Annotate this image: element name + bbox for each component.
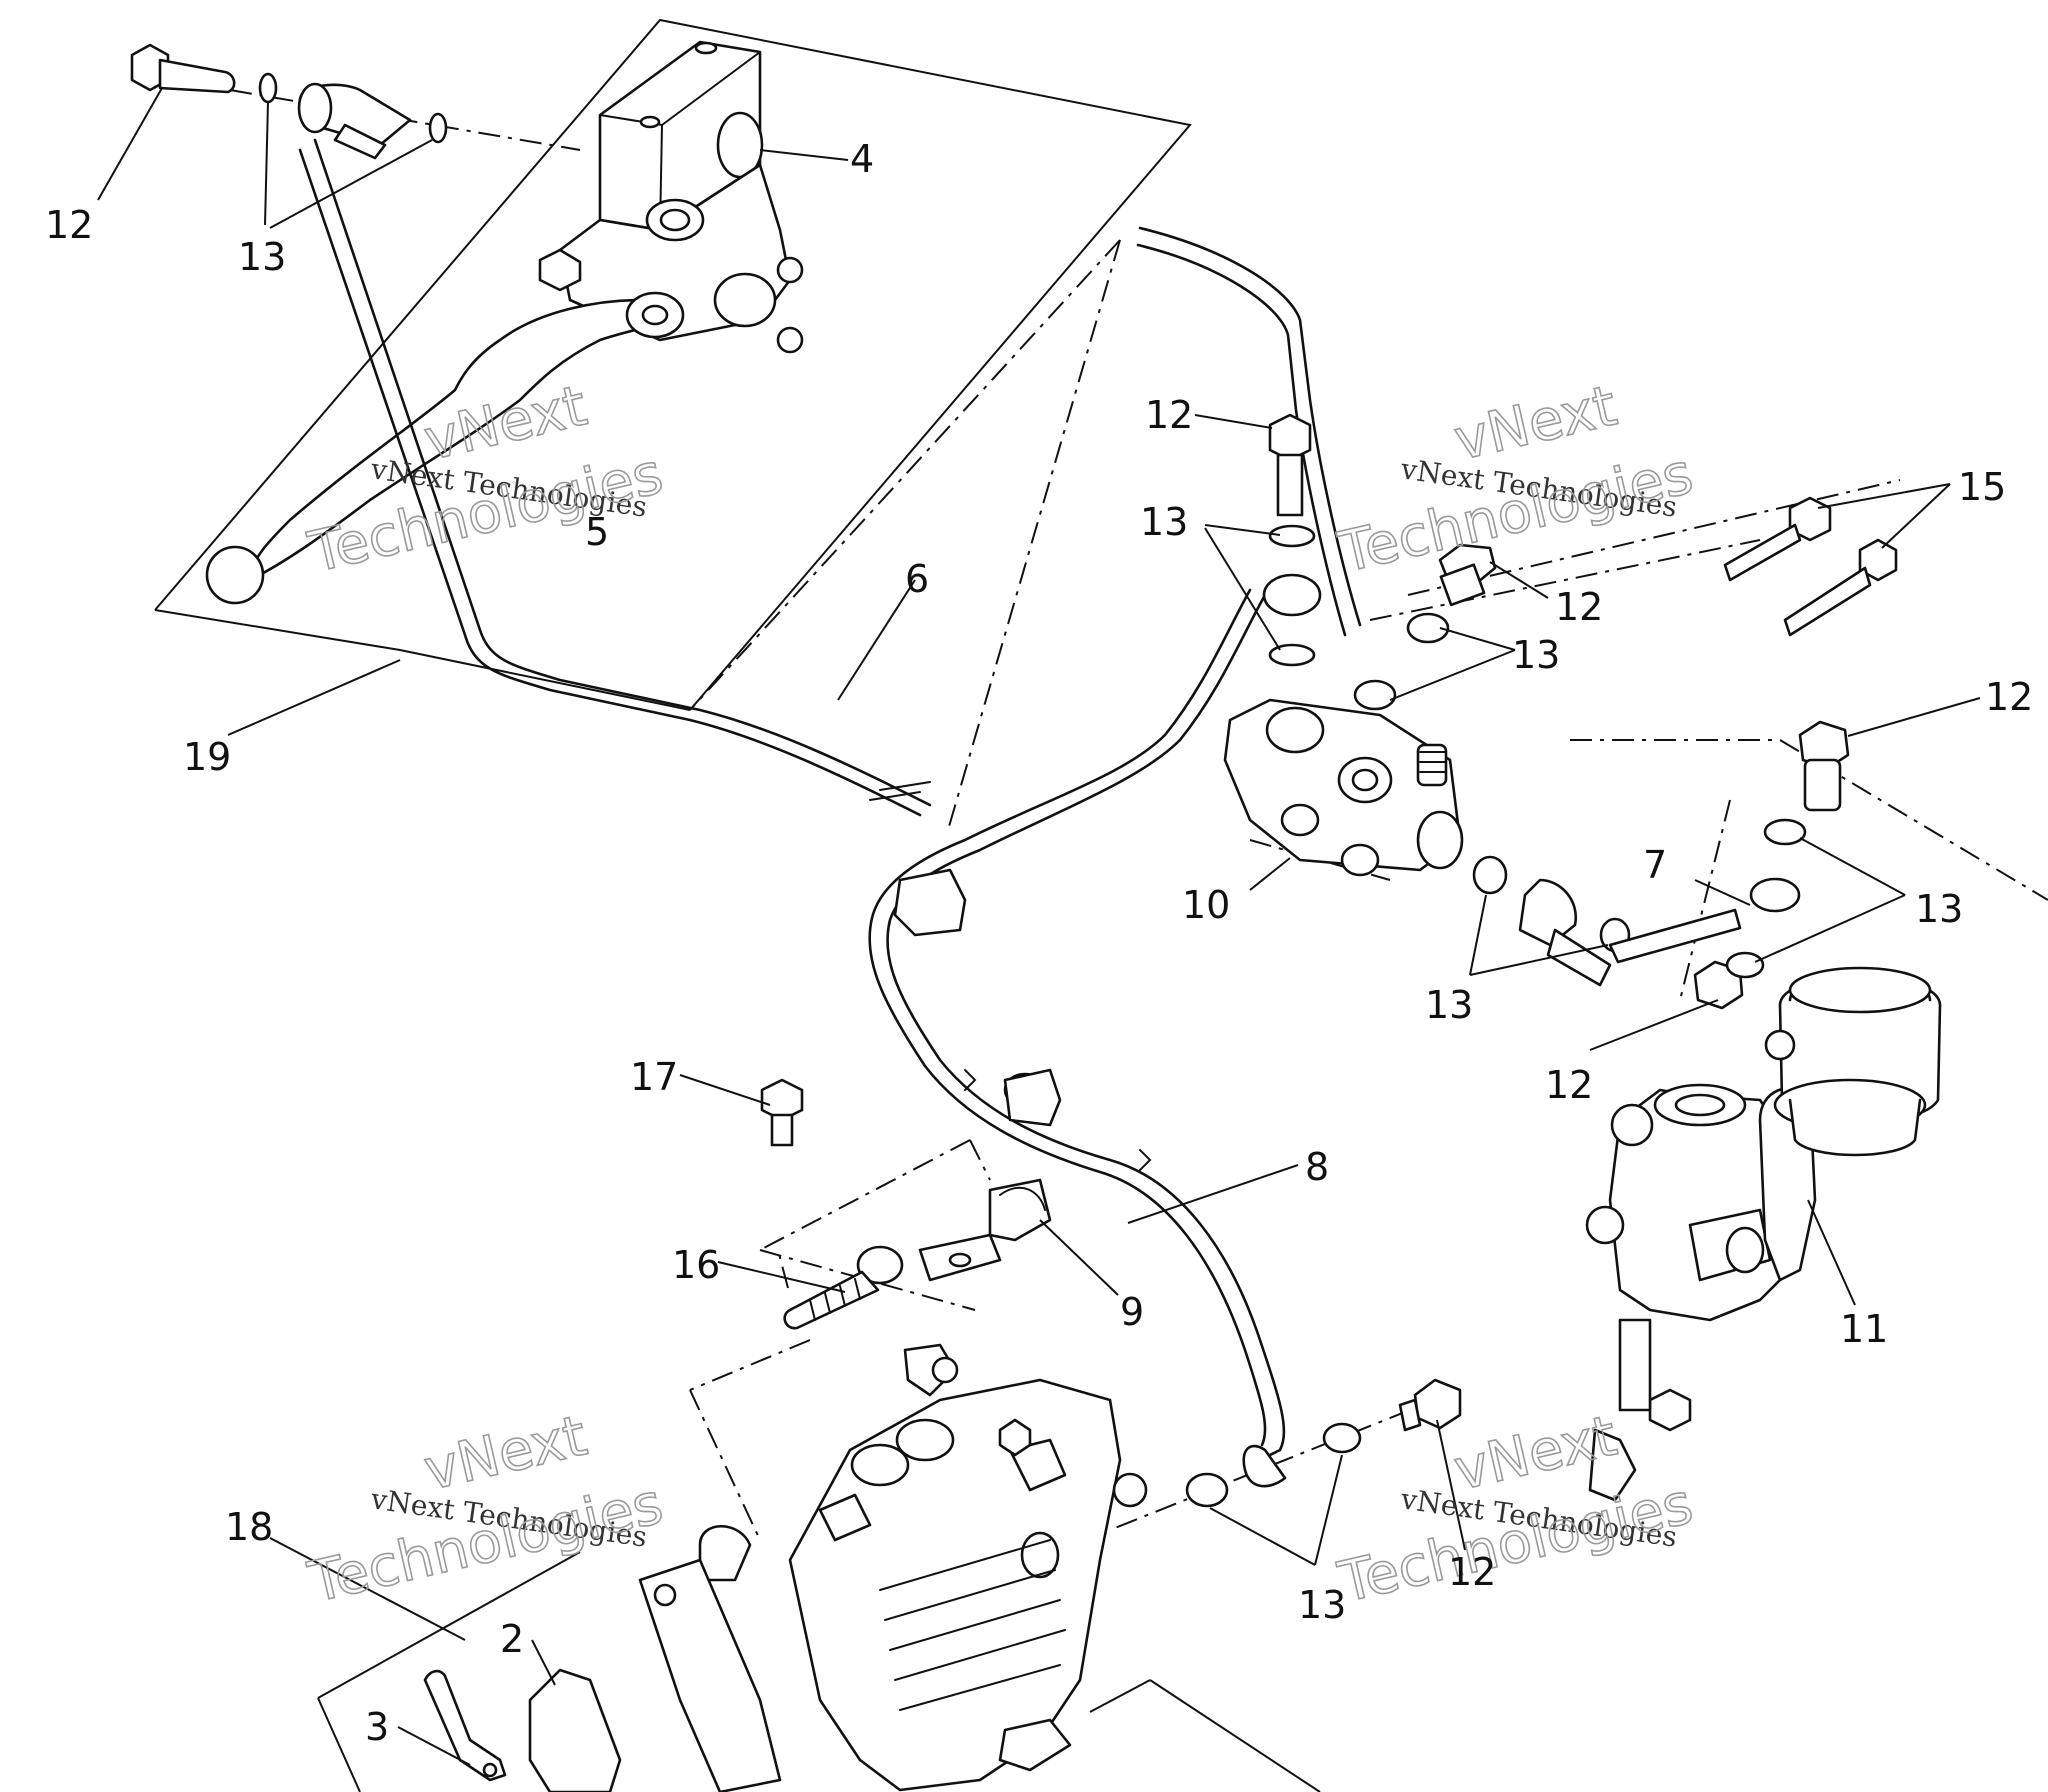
caliper-bracket	[638, 1524, 782, 1792]
callout-13: 13	[1140, 500, 1188, 544]
callout-12: 12	[1145, 393, 1193, 437]
callout-12: 12	[45, 203, 93, 247]
watermark-bottom-left: vNext vNext Technologies Technologies	[302, 1403, 670, 1617]
banjo-bolt-bottom	[1398, 1378, 1462, 1432]
watermark-company: Technologies	[303, 1471, 669, 1615]
banjo-bolt-right	[1798, 720, 1850, 812]
callout-6: 6	[905, 557, 929, 601]
watermark-bottom-right: vNext vNext Technologies Technologies	[1332, 1403, 1700, 1617]
caliper-mounting-bolt	[783, 1245, 904, 1330]
callout-18: 18	[225, 1505, 273, 1549]
callout-13: 13	[1512, 633, 1560, 677]
banjo-bolt-top-left	[130, 43, 236, 94]
sealing-washers	[258, 72, 1807, 1508]
pad-spring	[423, 1669, 507, 1782]
callout-4: 4	[850, 137, 874, 181]
banjo-bolt-angled	[1438, 543, 1497, 607]
callout-2: 2	[500, 1617, 524, 1661]
caliper-side-bolt	[1648, 1388, 1692, 1432]
callout-12: 12	[1985, 675, 2033, 719]
watermark-brand: vNext	[419, 1404, 593, 1504]
callout-16: 16	[672, 1243, 720, 1287]
callout-numbers: 12 13 4 5 6 19 12 13 12 13 15 12 10 7 13…	[45, 137, 2033, 1749]
callout-17: 17	[630, 1055, 678, 1099]
watermark-company: Technologies	[1333, 1471, 1699, 1615]
rear-brake-caliper	[788, 1343, 1148, 1792]
callout-9: 9	[1120, 1290, 1144, 1334]
front-master-cylinder	[538, 40, 804, 354]
banjo-bolt-top-center	[1268, 413, 1312, 517]
brake-pad-assembly-frame	[317, 1551, 1321, 1792]
leader-lines	[97, 87, 1981, 1766]
callout-3: 3	[365, 1705, 389, 1749]
callout-13: 13	[1298, 1583, 1346, 1627]
brake-fluid-reservoir	[1764, 966, 1942, 1157]
callout-12: 12	[1555, 585, 1603, 629]
mounting-bolts	[1723, 496, 1898, 637]
watermark-company: Technologies	[303, 441, 669, 585]
watermark-top-right: vNext vNext Technologies Technologies	[1332, 373, 1700, 587]
front-brake-hose	[297, 82, 932, 817]
brake-lever	[205, 291, 685, 605]
callout-10: 10	[1182, 883, 1230, 927]
rear-master-cylinder	[1585, 1083, 1817, 1502]
rear-brake-hose	[868, 226, 1362, 1462]
callout-5: 5	[585, 510, 609, 554]
callout-13: 13	[1915, 887, 1963, 931]
callout-8: 8	[1305, 1145, 1329, 1189]
assembly-lines	[229, 89, 2048, 1541]
callout-12: 12	[1545, 1063, 1593, 1107]
brake-pad	[528, 1668, 622, 1792]
callout-13: 13	[1425, 983, 1473, 1027]
watermark-brand: vNext	[1449, 374, 1623, 474]
callout-13: 13	[238, 235, 286, 279]
callout-11: 11	[1840, 1307, 1888, 1351]
watermark-company: Technologies	[1333, 441, 1699, 585]
callout-19: 19	[183, 735, 231, 779]
hose-clamp-bolt	[760, 1078, 804, 1147]
master-cylinder-assembly-frame	[154, 18, 1192, 711]
callout-7: 7	[1643, 843, 1667, 887]
banjo-fittings	[1242, 573, 1801, 1488]
callout-12: 12	[1448, 1550, 1496, 1594]
brake-junction-block	[1223, 698, 1464, 877]
hose-clamp	[918, 1178, 1052, 1282]
callout-15: 15	[1958, 465, 2006, 509]
